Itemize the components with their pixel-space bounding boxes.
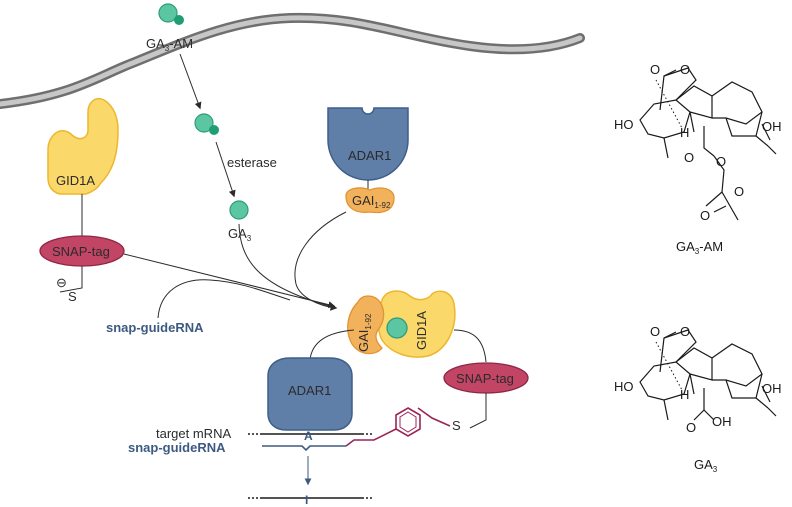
thiolate-s-label: S: [68, 289, 77, 304]
ga3-am-structure: [639, 67, 777, 221]
ga3-am-internal-icon: [194, 113, 219, 135]
ga3-am-o-3: O: [684, 150, 694, 165]
guide-rna-strand: [262, 445, 346, 452]
thiolate-charge: ⊖: [56, 275, 67, 290]
ga3-am-name: GA3-AM: [676, 239, 723, 256]
ga3-o-1: O: [650, 324, 660, 339]
gid1a-complex-label: GID1A: [414, 311, 429, 350]
ga3-oh: OH: [762, 381, 782, 396]
ga3-am-oh: OH: [762, 119, 782, 134]
ga3-label: GA3: [228, 226, 252, 243]
snap-tag-arrow: [123, 253, 336, 309]
ga3-molecule-icon: [229, 200, 249, 220]
snap-tag-left: SNAP-tag: [39, 235, 125, 267]
ga3-am-o-1: O: [650, 62, 660, 77]
esterase-arrow: [215, 141, 236, 198]
snap-tag-left-label: SNAP-tag: [52, 244, 110, 259]
snap-guide-left-label: snap-guideRNA: [106, 320, 204, 335]
ga3-name: GA3: [694, 457, 718, 474]
ga3-oh-2: OH: [712, 414, 732, 429]
base-a-label: A: [304, 429, 313, 443]
gai-complex-domain: GAI1-92: [347, 295, 385, 355]
adar1-top-label: ADAR1: [348, 148, 391, 163]
ga3-am-h: H: [680, 125, 689, 140]
ga3-bound-icon: [386, 317, 408, 339]
ga3-o-3: O: [686, 420, 696, 435]
adar1-bottom-protein: ADAR1: [267, 357, 353, 431]
esterase-label: esterase: [227, 155, 277, 170]
ga3-arrow: [238, 223, 331, 307]
linker-s-label: S: [452, 418, 461, 433]
ga3-h: H: [680, 387, 689, 402]
snap-tag-right-label: SNAP-tag: [456, 371, 514, 386]
base-i-label: I: [305, 493, 308, 507]
ga3-am-o-5: O: [734, 184, 744, 199]
ga3-am-o-6: O: [700, 208, 710, 223]
adar1-top-protein: ADAR1: [327, 107, 409, 181]
adar1-arrow: [294, 211, 347, 311]
complex-snap-link: [453, 329, 487, 363]
ga3-ho: HO: [614, 379, 634, 394]
gid1a-complex-protein: GID1A: [377, 290, 456, 358]
adar1-bottom-label: ADAR1: [288, 383, 331, 398]
complex-adar-link: [309, 329, 355, 361]
ga3-am-molecule-icon: [158, 3, 184, 25]
snap-tag-right: SNAP-tag: [443, 362, 529, 394]
target-mrna-label: target mRNA: [156, 426, 231, 441]
snap-s-linker: [469, 393, 487, 429]
ga3-hash-bond: [655, 341, 683, 391]
benzylguanine-linker: [345, 407, 451, 447]
uptake-arrow: [179, 53, 202, 110]
ga3-am-ho: HO: [614, 117, 634, 132]
gai-top-domain: GAI1-92: [345, 187, 395, 214]
ga3-o-2: O: [680, 324, 690, 339]
ga3-am-o-2: O: [680, 62, 690, 77]
gid1a-left-label: GID1A: [56, 173, 95, 188]
cell-membrane: [0, 12, 585, 109]
snap-guide-bottom-label: snap-guideRNA: [128, 440, 226, 455]
gid1a-left-protein: GID1A: [47, 98, 119, 195]
svg-text:GAI1-92: GAI1-92: [352, 193, 391, 210]
ga3-structure: [639, 329, 777, 421]
snap-guide-curve: [157, 279, 291, 319]
ga3-am-o-4: O: [716, 154, 726, 169]
svg-text:GAI1-92: GAI1-92: [356, 313, 373, 352]
ga3-am-label: GA3-AM: [146, 36, 193, 53]
snap-thiolate-linker: [59, 266, 83, 293]
ga3-am-hash-bond: [655, 79, 683, 129]
